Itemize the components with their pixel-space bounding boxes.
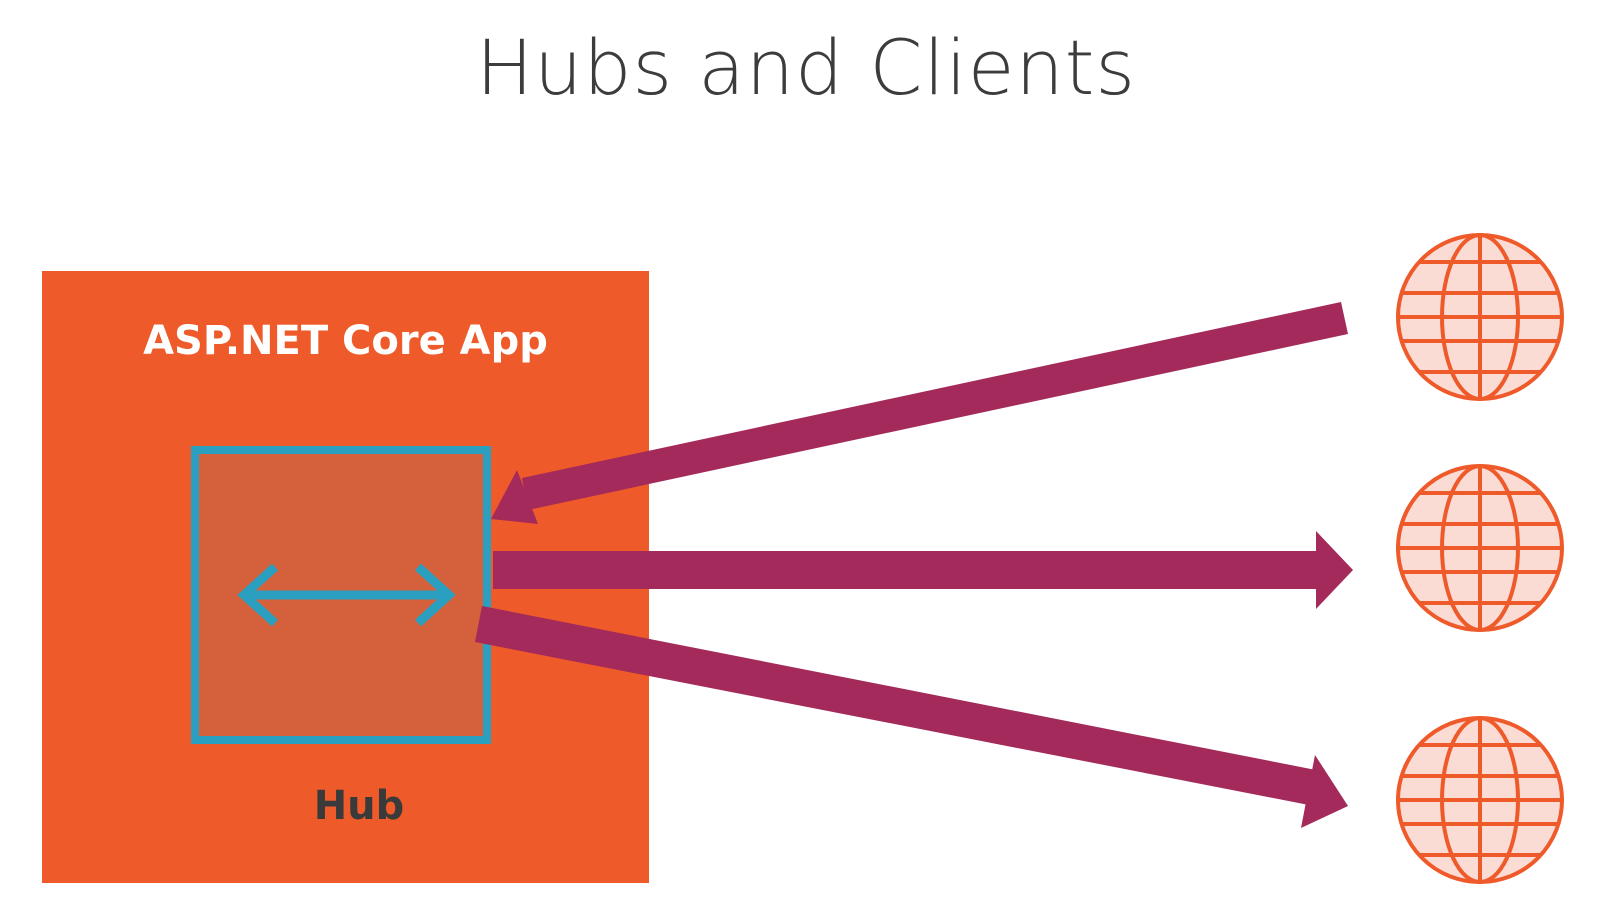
globe-icon: [1396, 716, 1564, 884]
globe-icon: [1396, 233, 1564, 401]
arrow-client1-to-hub: [491, 302, 1348, 524]
arrow-hub-to-client2: [493, 531, 1353, 609]
bidirectional-arrow-icon: [237, 563, 456, 627]
slide-title: Hubs and Clients: [475, 23, 1137, 112]
arrow-hub-to-client3: [475, 606, 1348, 828]
app-label: ASP.NET Core App: [143, 318, 548, 364]
hub-label: Hub: [313, 783, 405, 829]
globe-icon: [1396, 464, 1564, 632]
